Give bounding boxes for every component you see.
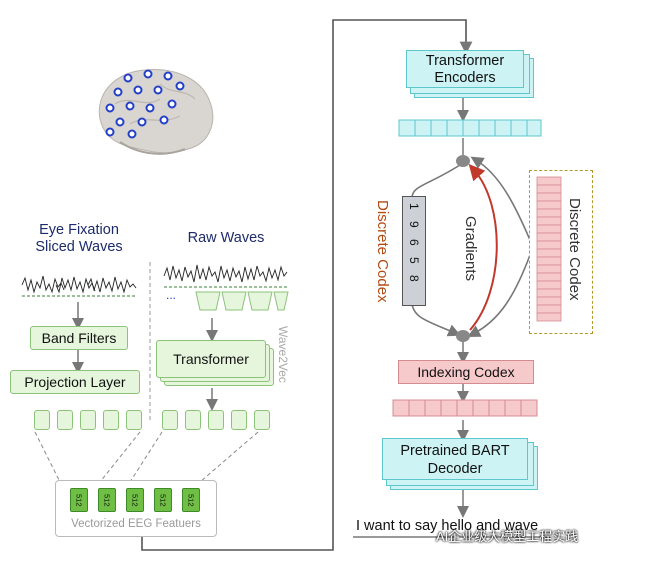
eye-fixation-title: Eye Fixation Sliced Waves [35,222,123,255]
feature-chip: 512 [126,488,144,512]
feature-cell [103,410,119,430]
left-codebook: 1 9 6 5 8 [402,196,426,306]
gradient-arrow [468,164,498,331]
sliced-waves [20,270,138,300]
feature-chip: 512 [98,488,116,512]
feature-cell [34,410,50,430]
feature-cell [162,410,178,430]
projection-layer-box: Projection Layer [10,370,140,394]
code-digit: 8 [407,274,421,282]
main-flow-line [141,19,473,551]
band-filters-box: Band Filters [30,326,128,350]
feature-cell [231,410,247,430]
discrete-codex-left-label: Discrete Codex [374,200,391,303]
wave2vec-label: Wave2Vec [276,326,290,383]
bottom-node [456,330,470,342]
feature-cell [126,410,142,430]
code-digit: 6 [407,238,421,246]
top-node [456,155,470,167]
feature-cell [185,410,201,430]
ellipsis: ... [166,288,177,302]
feature-cell [208,410,224,430]
indexing-token-row [392,399,538,417]
watermark: AI企业级大模型工程实践 [436,529,579,544]
output-sentence: I want to say hello and wave [356,518,539,534]
vectorized-caption: Vectorized EEG Featuers [71,518,201,530]
transformer-encoders-box: Transformer Encoders [406,50,524,88]
code-digit: 1 [407,202,421,210]
discrete-codex-right-label: Discrete Codex [566,198,583,301]
right-codebook [536,176,562,322]
gradients-label: Gradients [462,216,479,282]
code-digit: 5 [407,256,421,264]
encoder-token-row [398,119,542,137]
bart-decoder-box: Pretrained BART Decoder [382,438,528,480]
feature-cell [57,410,73,430]
feature-chip: 512 [182,488,200,512]
feature-cell [80,410,96,430]
feature-cell [254,410,270,430]
transformer-box: Transformer [156,340,266,378]
feature-chip: 512 [154,488,172,512]
code-digit: 9 [407,220,421,228]
brain-image [98,69,214,155]
feature-chip: 512 [70,488,88,512]
raw-waves-title: Raw Waves [187,230,265,246]
raw-wave [163,264,289,311]
indexing-codex-box: Indexing Codex [398,360,534,384]
